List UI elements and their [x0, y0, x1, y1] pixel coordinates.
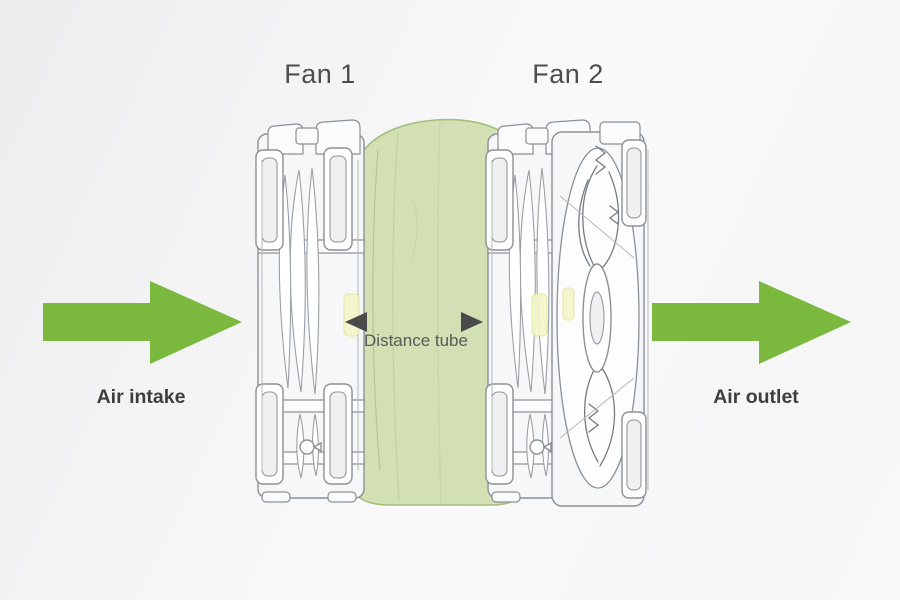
fan1-highlight: [343, 293, 360, 337]
fan2-rotor: [551, 121, 649, 507]
fan1-illustration: [255, 119, 365, 503]
air-outlet-arrow: [652, 281, 851, 364]
distance-arrow: [345, 312, 483, 332]
air-outlet-label: Air outlet: [713, 386, 799, 408]
fan2-label: Fan 2: [532, 59, 604, 89]
fan2-inner-highlight: [562, 287, 575, 321]
fan2-illustration: [485, 119, 649, 507]
fan1-label: Fan 1: [284, 59, 356, 89]
distance-tube-label: Distance tube: [364, 331, 468, 350]
air-intake-arrow: [43, 281, 242, 364]
fan2-highlight: [531, 293, 548, 337]
air-intake-label: Air intake: [96, 386, 186, 408]
